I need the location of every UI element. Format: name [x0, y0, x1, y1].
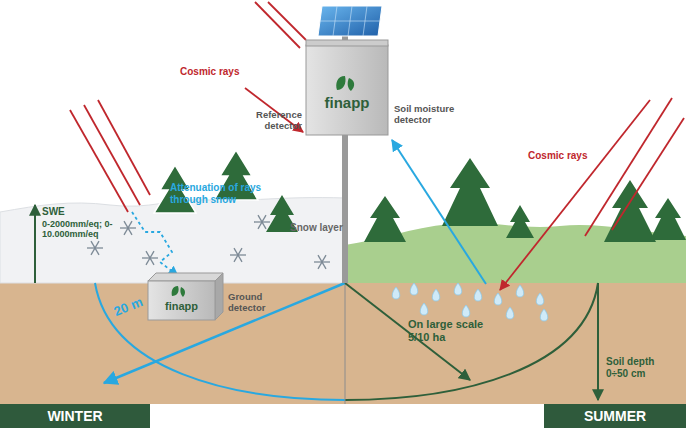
node-text: SUMMER	[584, 408, 646, 424]
snowflake	[124, 221, 132, 235]
snowflake	[318, 255, 326, 269]
logo-leaf	[336, 76, 354, 91]
water-drops	[392, 283, 548, 321]
depth-arrow	[345, 283, 470, 380]
water-drop	[454, 283, 462, 295]
snowflake	[318, 255, 326, 269]
area-label: On large scale 5/10 ha	[408, 318, 490, 343]
soil-ground	[0, 283, 686, 404]
water-drop	[536, 293, 544, 305]
snowflake	[146, 251, 154, 265]
part-label: Soil moisture detector	[394, 104, 456, 126]
quantity-label: SWE	[42, 206, 82, 218]
snowflake	[124, 221, 132, 235]
water-drop	[432, 289, 440, 301]
region-label: Snow layer	[290, 222, 350, 234]
snowflake	[258, 215, 266, 229]
soil-depth-arrow	[597, 283, 599, 400]
water-drop	[420, 303, 428, 315]
water-drop	[540, 309, 548, 321]
summer-footprint	[345, 283, 598, 400]
ground-detector-housing	[148, 281, 215, 320]
solar-cells	[320, 6, 380, 36]
solar-panel	[318, 6, 382, 36]
season-band: SUMMER	[544, 404, 686, 428]
attenuation-path	[132, 212, 178, 276]
water-drop	[410, 283, 418, 295]
range-label: 0-2000mm/eq; 0-10.000mm/eq	[42, 219, 126, 240]
snowflake	[146, 251, 154, 265]
dimension-label: Soil depth 0÷50 cm	[606, 356, 672, 379]
snowflake	[91, 241, 99, 255]
detector-housing	[306, 45, 388, 135]
divider-line	[345, 283, 346, 404]
water-drop	[506, 307, 514, 319]
detector-lid	[306, 40, 388, 46]
snowflake	[234, 248, 242, 262]
part-label: Reference detector	[240, 110, 302, 132]
water-drop	[392, 287, 400, 299]
ray-label: Cosmic rays	[528, 150, 598, 162]
water-drop	[494, 293, 502, 305]
ground-detector-side	[215, 273, 223, 320]
snowflake	[91, 241, 99, 255]
detector-logo: finapp	[148, 296, 215, 316]
radius-arrow	[104, 283, 345, 383]
water-drop	[474, 289, 482, 301]
season-band: WINTER	[0, 404, 150, 428]
node-text: finapp	[325, 94, 370, 111]
water-drop	[516, 285, 524, 297]
neutron-arrow	[392, 140, 486, 284]
snowflake	[234, 248, 242, 262]
trees	[154, 150, 686, 242]
logo-leaf	[172, 286, 185, 297]
node-text: finapp	[165, 300, 198, 312]
ground-detector-top	[148, 273, 223, 281]
snowflake	[258, 215, 266, 229]
swe-arrow	[34, 205, 36, 283]
detector-logo: finapp	[306, 88, 388, 116]
cosmic-rays	[70, 2, 684, 290]
water-drop	[462, 305, 470, 317]
ray-label: Cosmic rays	[180, 66, 250, 78]
node-text: WINTER	[47, 408, 102, 424]
note-label: Attenuation of rays through snow	[170, 182, 262, 205]
part-label: Ground detector	[228, 292, 280, 314]
